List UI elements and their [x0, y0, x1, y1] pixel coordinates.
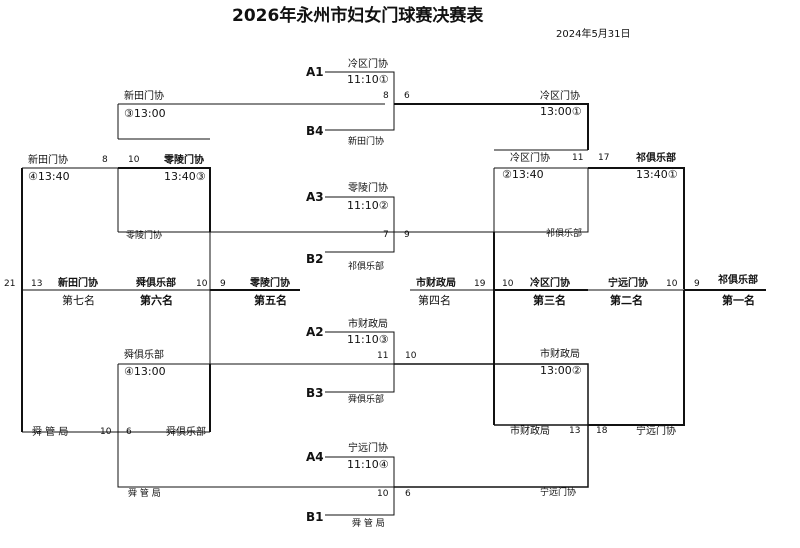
match-time: 11:10①: [347, 73, 389, 86]
score: 10: [502, 279, 514, 289]
score: 13: [569, 426, 581, 436]
seed-a1: A1: [306, 65, 324, 79]
seed-a3: A3: [306, 190, 324, 204]
team-label: 新田门协: [124, 91, 164, 102]
match-time: ③13:00: [124, 107, 166, 120]
score: 8: [383, 91, 389, 101]
match-time: 13:00①: [540, 105, 582, 118]
team-label: 宁远门协: [608, 278, 648, 289]
score: 19: [474, 279, 486, 289]
match-time: 13:40③: [164, 170, 206, 183]
score: 21: [4, 279, 16, 289]
team-label: 新田门协: [58, 278, 98, 289]
team-label: 宁远门协: [540, 488, 577, 498]
team-label: 祁俱乐部: [348, 262, 385, 272]
team-label: 祁俱乐部: [546, 229, 583, 239]
team-label: 新田门协: [28, 155, 68, 166]
score: 6: [126, 427, 132, 437]
rank-second: 第二名: [610, 294, 643, 307]
rank-third: 第三名: [533, 294, 566, 307]
score: 7: [383, 230, 389, 240]
score: 6: [405, 489, 411, 499]
team-label: 舜 管 局: [128, 489, 161, 499]
score: 9: [694, 279, 700, 289]
line-a2-b3: [325, 331, 395, 393]
score: 11: [572, 153, 584, 163]
score: 8: [102, 155, 108, 165]
match-time: ④13:00: [124, 365, 166, 378]
line-a1-b4: [325, 71, 395, 131]
page-title: 2026年永州市妇女门球赛决赛表: [232, 6, 484, 26]
team-label: 宁远门协: [636, 426, 676, 437]
team-label: 零陵门协: [250, 278, 290, 289]
seed-b2: B2: [306, 252, 324, 266]
team-label: 零陵门协: [164, 155, 204, 166]
score: 9: [220, 279, 226, 289]
match-time: ②13:40: [502, 168, 544, 181]
team-label: 市财政局: [348, 319, 388, 330]
team-label: 舜俱乐部: [348, 395, 385, 405]
match-time: 11:10②: [347, 199, 389, 212]
team-label: 零陵门协: [348, 183, 388, 194]
score: 13: [31, 279, 43, 289]
team-label: 宁远门协: [348, 443, 388, 454]
team-label: 舜俱乐部: [136, 278, 176, 289]
rank-first: 第一名: [722, 294, 755, 307]
seed-a2: A2: [306, 325, 324, 339]
team-label: 市财政局: [510, 426, 550, 437]
team-label: 舜俱乐部: [166, 427, 206, 438]
match-time: 13:00②: [540, 364, 582, 377]
date-label: 2024年5月31日: [556, 29, 631, 40]
score: 10: [100, 427, 112, 437]
line-a3-b2: [325, 196, 395, 253]
team-label: 市财政局: [540, 349, 580, 360]
score: 10: [405, 351, 417, 361]
seed-a4: A4: [306, 450, 324, 464]
team-label: 新田门协: [348, 137, 385, 147]
team-label: 零陵门协: [126, 231, 163, 241]
rank-seventh: 第七名: [62, 294, 95, 307]
seed-b3: B3: [306, 386, 324, 400]
rank-fourth: 第四名: [418, 294, 451, 307]
score: 10: [128, 155, 140, 165]
score: 9: [404, 230, 410, 240]
score: 10: [666, 279, 678, 289]
score: 10: [196, 279, 208, 289]
team-label: 冷区门协: [510, 153, 550, 164]
match-time: 11:10③: [347, 333, 389, 346]
team-label: 市财政局: [416, 278, 456, 289]
team-label: 舜 管 局: [32, 427, 69, 438]
team-label: 舜俱乐部: [124, 350, 164, 361]
team-label: 祁俱乐部: [636, 153, 676, 164]
match-time: ④13:40: [28, 170, 70, 183]
team-label: 冷区门协: [530, 278, 570, 289]
score: 6: [404, 91, 410, 101]
line-a4-b1: [325, 456, 395, 516]
seed-b1: B1: [306, 510, 324, 524]
score: 11: [377, 351, 389, 361]
score: 18: [596, 426, 608, 436]
score: 17: [598, 153, 610, 163]
seed-b4: B4: [306, 124, 324, 138]
rank-sixth: 第六名: [140, 294, 173, 307]
team-label: 冷区门协: [540, 91, 580, 102]
match-time: 11:10④: [347, 458, 389, 471]
team-label: 冷区门协: [348, 59, 388, 70]
match-time: 13:40①: [636, 168, 678, 181]
team-label: 舜 管 局: [352, 519, 385, 529]
team-label: 祁俱乐部: [718, 275, 758, 286]
rank-fifth: 第五名: [254, 294, 287, 307]
score: 10: [377, 489, 389, 499]
